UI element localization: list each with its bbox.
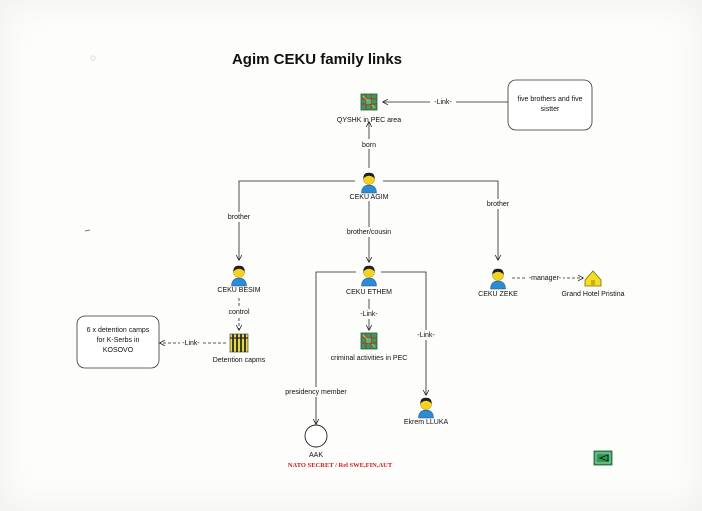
person-icon [418,397,434,419]
edge-agim-ethem: brother/cousin [342,201,396,262]
note-line: KOSOVO [103,347,134,354]
node-qyshk: QYSHK in PEC area [337,93,401,124]
back-button[interactable] [593,450,613,466]
back-arrow-icon [598,454,609,462]
diagram-title: Agim CEKU family links [232,51,402,68]
edge-label-link: -Link- [182,340,200,347]
node-label: Ekrem LLUKA [404,419,449,426]
node-label: criminal activities in PEC [331,355,408,362]
node-ekrem-lluka: Ekrem LLUKA [404,397,449,426]
map-icon [360,93,378,111]
organization-circle-icon [304,424,328,448]
node-detention-note: 6 x detention camps for K-Serbs in KOSOV… [76,315,160,369]
node-label: CEKU BESIM [217,287,260,294]
node-label: AAK [309,452,323,459]
node-grand-hotel: Grand Hotel Pristina [561,270,625,298]
scan-mark [90,55,96,61]
person-icon [361,265,377,287]
edge-label-brother: brother [487,201,510,208]
edge-label-link: -Link- [417,332,435,339]
node-label: CEKU ZEKE [478,291,518,298]
edge-detention-note: -Link- [160,338,226,348]
note-line: sistter [541,106,560,113]
edge-agim-zeke: brother [383,180,512,260]
edge-zeke-hotel: -manager- [512,273,583,283]
person-icon [231,265,247,287]
edge-agim-besim: brother [225,180,355,260]
person-icon [361,172,377,194]
node-label: CEKU AGIM [350,194,389,201]
map-icon [360,332,378,350]
edge-ethem-criminal: -Link- [358,299,380,330]
edge-label-born: born [362,142,376,149]
edge-label-presidency: presidency member [285,389,347,396]
detention-camp-icon [229,333,249,353]
edge-ethem-lluka: -Link- [381,271,437,395]
edge-label-brother-cousin: brother/cousin [347,229,391,236]
node-ceku-ethem: CEKU ETHEM [346,265,392,296]
node-label: Grand Hotel Pristina [561,291,624,298]
node-ceku-agim: CEKU AGIM [350,172,389,201]
node-label: QYSHK in PEC area [337,117,401,124]
note-line: five brothers and five [518,96,583,103]
edge-five-brothers-qyshk: -Link- [383,97,508,107]
node-criminal-activities: criminal activities in PEC [331,332,408,362]
node-five-brothers-note: five brothers and five sistter [507,79,593,131]
edge-label-manager: -manager- [529,275,562,282]
node-label: Detention capms [213,357,266,364]
edge-besim-detention: control [225,298,253,330]
node-aak: AAK [304,424,328,459]
edge-label-control: control [228,309,249,316]
person-icon [490,268,506,290]
edge-label-link: -Link- [360,311,378,318]
node-ceku-zeke: CEKU ZEKE [478,268,518,298]
edge-ethem-aak: presidency member [280,271,356,424]
note-line: 6 x detention camps [87,327,150,334]
scan-mark [84,229,91,232]
house-icon [584,270,602,287]
node-detention-camps: Detention capms [213,333,266,364]
note-line: for K-Serbs in [97,337,140,344]
edge-label-link: -Link- [434,99,452,106]
edge-label-brother: brother [228,214,251,221]
edge-agim-qyshk: born [356,122,382,168]
node-label: CEKU ETHEM [346,289,392,296]
classification-marking: NATO SECRET / Rel SWE,FIN,AUT [288,462,393,469]
node-ceku-besim: CEKU BESIM [217,265,261,294]
